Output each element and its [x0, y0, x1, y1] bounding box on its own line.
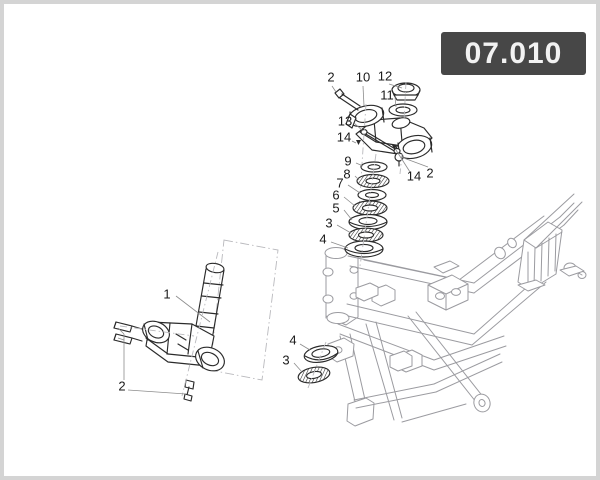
diagram-canvas: 1 2 2 2 3 3 4 4 5 6 7 8 9 10 11 12 13 14…: [4, 4, 596, 476]
stack-part-3-upper: [348, 227, 384, 243]
callout-12: 12: [378, 68, 392, 83]
marker-arrow-right: [392, 145, 397, 150]
callout-3-lower: 3: [282, 352, 289, 367]
callout-1: 1: [163, 286, 170, 301]
callout-3-upper: 3: [325, 215, 332, 230]
stack-part-8: [356, 173, 390, 189]
bearing-stack: [344, 153, 390, 267]
callout-numbers: 1 2 2 2 3 3 4 4 5 6 7 8 9 10 11 12 13 14…: [118, 68, 433, 393]
callout-2-right: 2: [426, 165, 433, 180]
section-number-badge: 07.010: [441, 32, 586, 75]
lower-bearing-pair: [297, 341, 339, 389]
callout-6: 6: [332, 187, 339, 202]
callout-8: 8: [343, 166, 350, 181]
motorcycle-frame-ghost: [322, 193, 587, 427]
callout-13: 13: [338, 113, 352, 128]
pinch-bolt-bottom: [183, 379, 195, 402]
yoke-bolt-top-left: [334, 88, 361, 111]
lower-fork-assembly: [113, 251, 225, 402]
stack-part-3-lower: [297, 366, 331, 384]
callout-7: 7: [336, 175, 343, 190]
callout-11: 11: [380, 87, 394, 102]
callout-2-top-left: 2: [327, 69, 334, 84]
stack-part-4-upper: [344, 240, 384, 258]
callout-14-left: 14: [337, 129, 351, 144]
stack-part-4-lower: [303, 345, 339, 363]
pinch-bolt-left-upper: [113, 321, 143, 333]
callout-5: 5: [332, 200, 339, 215]
pinch-bolt-left-lower: [113, 333, 143, 345]
marker-arrow-left: [356, 140, 361, 145]
stack-part-7: [357, 188, 387, 202]
callout-10: 10: [356, 69, 370, 84]
leader-lines: [117, 83, 429, 395]
stack-part-5: [348, 213, 388, 231]
stack-part-6: [352, 200, 388, 216]
section-number-text: 07.010: [464, 36, 563, 70]
callout-9: 9: [344, 153, 351, 168]
callout-14-right: 14: [407, 168, 421, 183]
parts-illustration: 1 2 2 2 3 3 4 4 5 6 7 8 9 10 11 12 13 14…: [113, 68, 587, 427]
stack-part-9: [360, 161, 388, 173]
callout-4-upper: 4: [319, 231, 326, 246]
callout-4-lower: 4: [289, 332, 296, 347]
callout-2-bottom-left: 2: [118, 378, 125, 393]
